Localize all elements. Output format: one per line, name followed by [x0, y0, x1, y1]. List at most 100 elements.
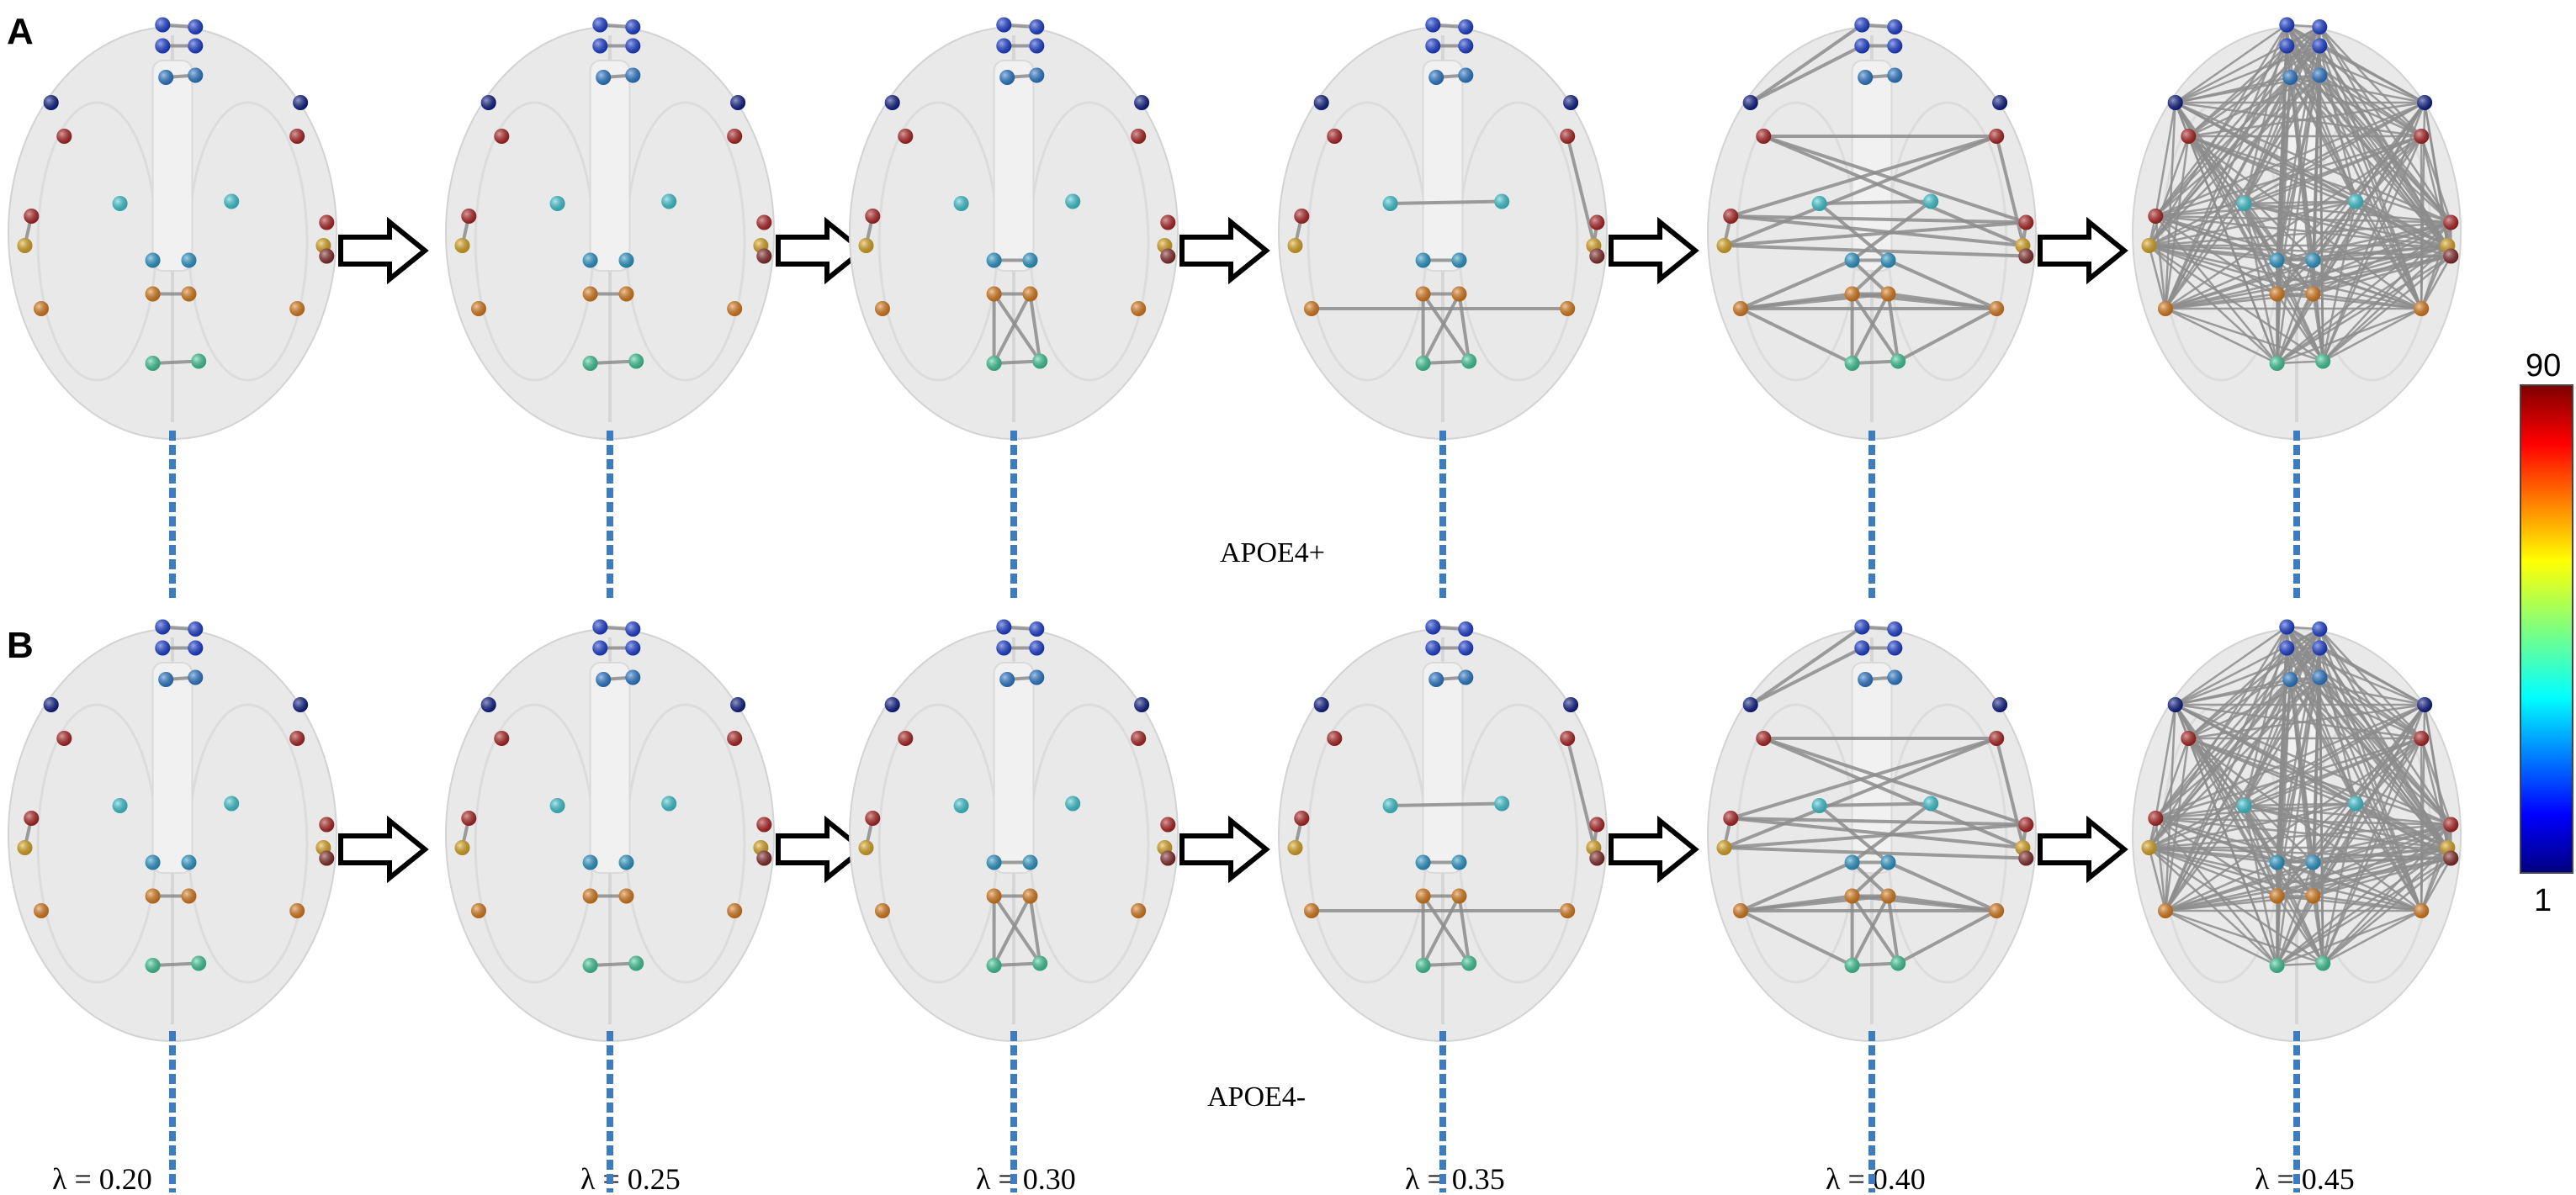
- node-shade: [181, 854, 197, 870]
- network-edge: [1740, 909, 1853, 967]
- node-shade: [875, 301, 890, 316]
- node-shade: [592, 640, 608, 656]
- node-shade: [1716, 238, 1732, 253]
- node-shade: [1304, 301, 1319, 316]
- node-shade: [2269, 286, 2285, 302]
- node-shade: [996, 17, 1012, 33]
- network-edge: [992, 293, 1032, 364]
- node-shade: [319, 214, 335, 230]
- node-shade: [884, 95, 900, 110]
- lambda-label: λ = 0.30: [976, 1162, 1076, 1195]
- network-edge: [590, 359, 637, 365]
- node-shade: [1887, 621, 1903, 637]
- node-shade: [17, 840, 33, 855]
- network-edge: [1888, 292, 1997, 310]
- network-edge: [2243, 45, 2321, 204]
- network-edge: [2187, 135, 2422, 310]
- network-edge: [2319, 26, 2423, 137]
- network-edge: [1390, 199, 1503, 205]
- network-edge: [1850, 293, 1900, 362]
- node-shade: [2158, 301, 2173, 316]
- node-shade: [155, 17, 171, 33]
- node-shade: [293, 95, 309, 110]
- node-shade: [986, 356, 1002, 371]
- network-edge: [2423, 704, 2452, 859]
- node-shade: [1844, 958, 1860, 973]
- network-edge: [2155, 817, 2448, 849]
- network-edge: [2155, 802, 2356, 820]
- network-edge: [1850, 895, 1890, 966]
- network-panel: [445, 17, 775, 440]
- network-edge: [994, 961, 1041, 967]
- lambda-label: λ = 0.45: [2255, 1162, 2355, 1195]
- node-shade: [2315, 955, 2331, 971]
- network-edge: [2148, 245, 2167, 309]
- colorbar: [2520, 384, 2573, 874]
- node-shade: [191, 955, 207, 971]
- network-edge: [2149, 823, 2451, 849]
- network-edge: [2174, 24, 2288, 104]
- network-edge: [2175, 25, 2320, 104]
- network-edge: [2175, 627, 2320, 706]
- node-shade: [1022, 286, 1038, 302]
- node-shade: [2158, 903, 2173, 918]
- node-shade: [1425, 640, 1441, 656]
- node-shade: [188, 38, 204, 54]
- node-shade: [1451, 252, 1467, 268]
- network-edge: [2319, 628, 2423, 739]
- network-edge: [2175, 703, 2422, 740]
- node-shade: [1887, 67, 1903, 83]
- node-shade: [618, 286, 634, 302]
- network-edge: [2155, 102, 2176, 217]
- node-shade: [999, 672, 1015, 687]
- network-edge: [1819, 199, 1932, 205]
- network-edge: [1851, 801, 1932, 865]
- network-edge: [2312, 861, 2422, 912]
- node-shade: [1428, 672, 1444, 687]
- node-shade: [155, 640, 171, 656]
- node-shade: [2305, 888, 2321, 904]
- node-shade: [1458, 67, 1474, 83]
- node-shade: [858, 238, 874, 253]
- node-shade: [1425, 38, 1441, 54]
- network-edge: [2148, 135, 2190, 246]
- network-edge: [2187, 737, 2448, 849]
- node-shade: [2312, 38, 2328, 54]
- node-shade: [1494, 796, 1510, 812]
- node-shade: [56, 731, 72, 746]
- network-edge: [2149, 200, 2356, 247]
- network-panel: [2132, 17, 2462, 440]
- node-shade: [181, 252, 197, 268]
- node-shade: [2269, 252, 2285, 268]
- node-shade: [1029, 621, 1045, 637]
- node-shade: [1029, 640, 1045, 656]
- node-shade: [1854, 640, 1870, 656]
- network-edge: [2286, 45, 2422, 138]
- network-edge: [2187, 74, 2320, 138]
- node-shade: [2236, 196, 2252, 211]
- node-shade: [1887, 38, 1903, 54]
- network-edge: [1028, 896, 1042, 964]
- node-shade: [1844, 252, 1860, 268]
- network-edge: [1749, 44, 1863, 104]
- node-shade: [1160, 214, 1176, 230]
- node-shade: [2279, 38, 2295, 54]
- node-shade: [1733, 903, 1748, 918]
- network-edge: [1740, 307, 1853, 365]
- network-edge: [2277, 962, 2324, 967]
- node-shade: [2018, 214, 2034, 230]
- node-shade: [1589, 248, 1605, 264]
- progression-arrow-icon: [776, 815, 867, 884]
- network-panel: [8, 17, 337, 440]
- network-edge: [2187, 135, 2314, 262]
- network-edge: [1731, 214, 2023, 247]
- network-edge: [2175, 45, 2320, 104]
- network-edge: [2187, 738, 2314, 864]
- node-shade: [986, 888, 1002, 904]
- node-shade: [625, 669, 641, 685]
- network-edge: [1730, 737, 1997, 820]
- network-edge: [2148, 847, 2167, 912]
- node-shade: [625, 67, 641, 83]
- network-edge: [2175, 703, 2451, 826]
- network-edge: [2276, 259, 2324, 362]
